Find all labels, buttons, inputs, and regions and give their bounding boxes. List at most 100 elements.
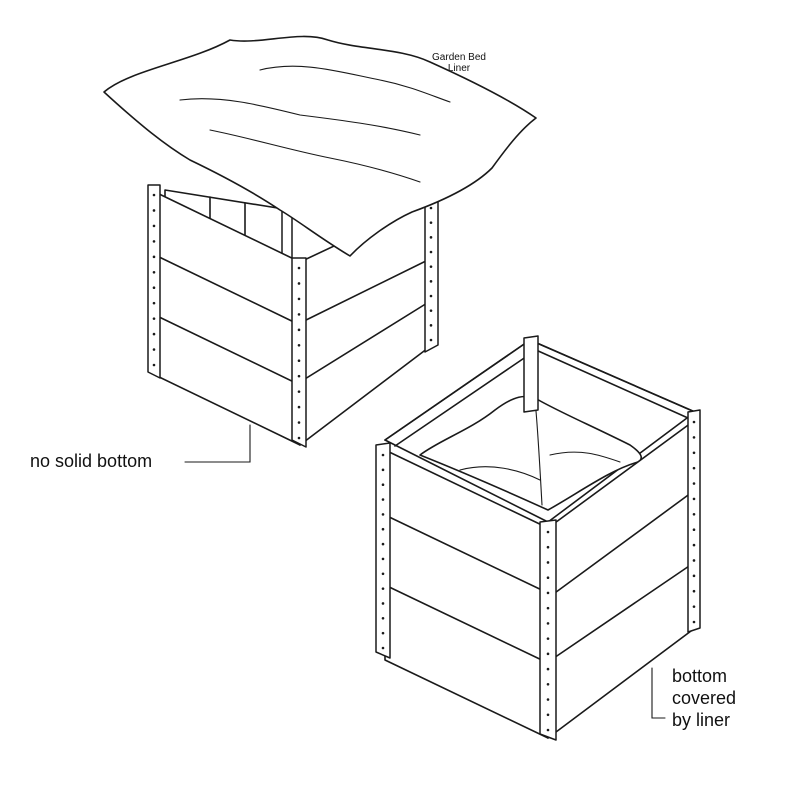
- covered-label-line2: covered: [672, 688, 737, 708]
- left-garden-bed: [147, 184, 439, 448]
- screw-hole: [152, 332, 156, 336]
- screw-hole: [692, 513, 696, 516]
- liner-wrinkle: [459, 466, 541, 481]
- right-bed-corner-post: [375, 442, 391, 659]
- screw-hole: [546, 713, 550, 717]
- garden-bed-liner: [103, 35, 537, 257]
- garden-bed-liner-label-line2: Liner: [447, 63, 471, 74]
- screw-hole: [297, 313, 301, 316]
- bottom-covered-by-liner-label: bottom covered by liner: [672, 665, 782, 731]
- screw-hole: [297, 297, 301, 301]
- liner-wrinkle: [209, 129, 421, 183]
- screw-hole: [692, 574, 696, 578]
- screw-hole: [381, 646, 385, 650]
- left-bed-board-seam: [154, 314, 301, 386]
- liner-wrinkle: [549, 451, 621, 463]
- screw-hole: [297, 282, 301, 285]
- right-bed-liner: [419, 395, 642, 511]
- right-bed-corner-post: [687, 409, 701, 633]
- right-garden-bed: [375, 335, 701, 741]
- screw-hole: [546, 667, 550, 671]
- screw-hole: [381, 557, 385, 561]
- screw-hole: [429, 265, 433, 268]
- screw-hole: [692, 436, 696, 439]
- right-bed-board-seam: [384, 514, 549, 594]
- garden-bed-liner-label-line1: Garden Bed: [432, 52, 486, 63]
- screw-hole: [381, 572, 385, 576]
- screw-hole: [297, 436, 301, 440]
- covered-label-line1: bottom: [672, 666, 728, 686]
- screw-hole: [429, 324, 433, 327]
- screw-hole: [297, 405, 301, 409]
- screw-hole: [297, 266, 301, 270]
- screw-hole: [692, 466, 696, 470]
- screw-hole: [692, 620, 696, 624]
- screw-hole: [297, 390, 301, 393]
- screw-hole: [152, 193, 156, 197]
- garden-bed-liner-label: Garden Bed Liner: [414, 52, 504, 74]
- screw-hole: [429, 338, 433, 342]
- liner-sheet: [103, 35, 537, 257]
- screw-hole: [381, 602, 385, 605]
- screw-hole: [546, 652, 550, 656]
- screw-hole: [429, 280, 433, 283]
- screw-hole: [692, 420, 696, 424]
- screw-hole: [152, 317, 156, 320]
- left-bed-corner-post: [424, 195, 439, 353]
- screw-hole: [152, 255, 156, 259]
- screw-hole: [546, 591, 550, 595]
- screw-hole: [381, 542, 385, 546]
- screw-hole: [692, 497, 696, 501]
- screw-hole: [429, 250, 433, 254]
- right-bed-corner-post: [539, 519, 557, 741]
- screw-hole: [692, 451, 696, 455]
- left-bed-corner-post: [147, 184, 161, 379]
- right-bed-back-rim: [529, 339, 696, 413]
- screw-hole: [546, 698, 550, 701]
- screw-hole: [381, 631, 385, 635]
- screw-hole: [152, 348, 156, 351]
- screw-hole: [152, 240, 156, 243]
- screw-hole: [692, 605, 696, 608]
- screw-hole: [546, 637, 550, 640]
- screw-hole: [297, 328, 301, 332]
- screw-hole: [297, 374, 301, 378]
- screw-hole: [381, 498, 385, 501]
- left-bed-board-seam: [299, 299, 433, 383]
- left-bed-board-seam: [299, 257, 433, 324]
- screw-hole: [692, 528, 696, 531]
- liner-wrinkle: [259, 65, 451, 103]
- no-solid-bottom-label: no solid bottom: [30, 451, 153, 471]
- liner-mound: [419, 395, 642, 511]
- screw-hole: [297, 359, 301, 363]
- screw-hole: [152, 363, 156, 367]
- screw-hole: [429, 206, 433, 210]
- right-bed-screw-holes: [381, 420, 696, 732]
- screw-hole: [692, 559, 696, 562]
- right-bed-back-rim: [535, 349, 689, 419]
- left-bed-screw-holes: [152, 193, 433, 440]
- screw-hole: [152, 224, 156, 228]
- screw-hole: [692, 543, 696, 547]
- screw-hole: [381, 483, 385, 486]
- covered-label-line3: by liner: [672, 710, 731, 730]
- screw-hole: [546, 606, 550, 610]
- left-bed-board-seam: [154, 254, 301, 326]
- screw-hole: [546, 728, 550, 732]
- screw-hole: [546, 683, 550, 686]
- screw-hole: [152, 286, 156, 290]
- right-bed-back-rim: [394, 349, 537, 447]
- screw-hole: [429, 309, 433, 312]
- right-bed-board-seam: [547, 561, 696, 663]
- bottom-covered-leader-line: [651, 667, 666, 719]
- right-bed-board-seam: [547, 489, 696, 599]
- screw-hole: [429, 236, 433, 239]
- screw-hole: [546, 622, 550, 625]
- right-bed-corner-post: [523, 335, 539, 413]
- screw-hole: [692, 589, 696, 593]
- left-bed-corner-post: [291, 257, 307, 448]
- screw-hole: [381, 513, 385, 516]
- screw-hole: [381, 468, 385, 472]
